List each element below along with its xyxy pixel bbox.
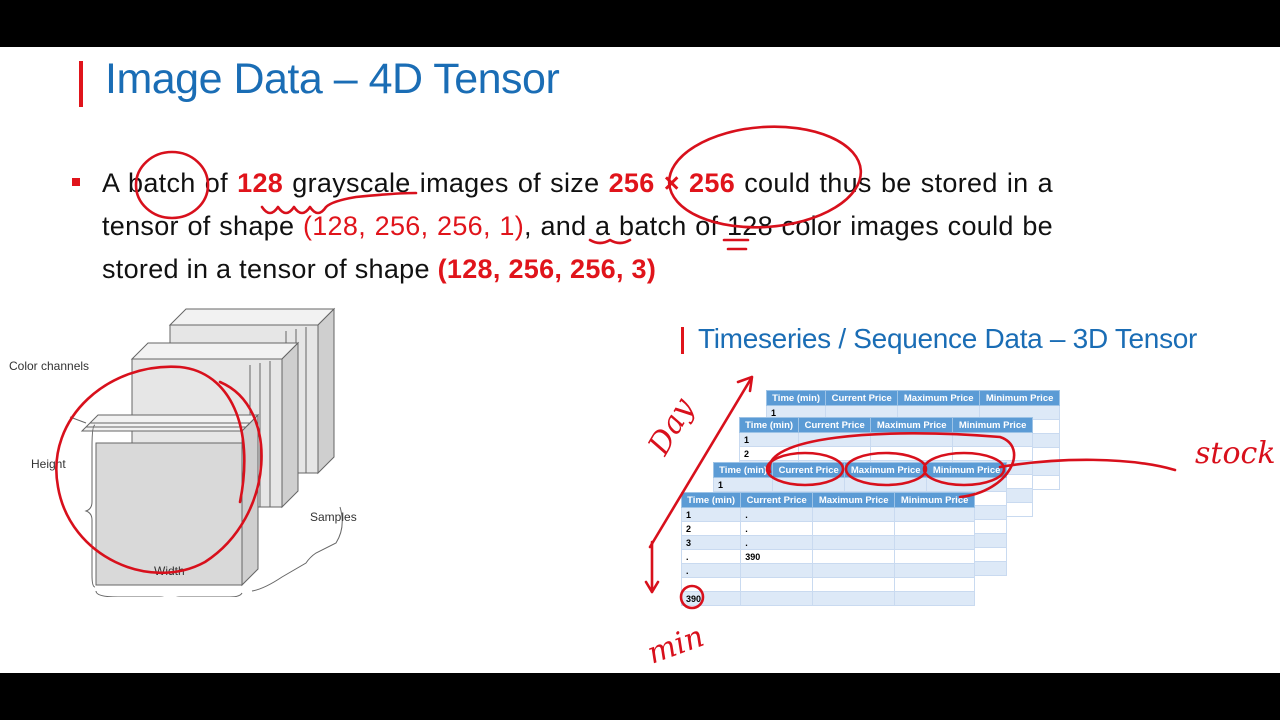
label-width: Width — [154, 564, 185, 578]
table-cell: . — [740, 535, 814, 550]
bullet-square — [72, 178, 80, 186]
label-color-channels: Color channels — [9, 359, 90, 373]
table-cell: . — [680, 549, 742, 564]
title-accent-bar — [79, 61, 83, 107]
col-header: Maximum Price — [844, 462, 928, 478]
slide: Image Data – 4D Tensor A batch of 128 gr… — [0, 47, 1280, 673]
para-text-1: A batch of — [102, 168, 238, 198]
col-header: Current Price — [740, 492, 814, 508]
table-cell: 2 — [680, 521, 742, 536]
col-header: Maximum Price — [870, 417, 954, 433]
table-cell: 1 — [738, 432, 800, 447]
subtitle-accent-bar — [681, 327, 684, 354]
table-cell: 1 — [680, 507, 742, 522]
label-samples: Samples — [310, 510, 357, 524]
para-color-shape: (128, 256, 256, 3) — [437, 254, 657, 284]
col-header: Time (min) — [680, 492, 742, 508]
arrow-min-axis — [644, 540, 660, 594]
col-header: Current Price — [825, 390, 899, 406]
hand-text-min: min — [643, 619, 709, 672]
table-cell: 3 — [680, 535, 742, 550]
col-header: Minimum Price — [952, 417, 1033, 433]
table-cell: . — [740, 507, 814, 522]
table-cell: 390 — [740, 549, 814, 564]
para-text-2: grayscale images of size — [283, 168, 609, 198]
col-header: Minimum Price — [894, 492, 975, 508]
subtitle: Timeseries / Sequence Data – 3D Tensor — [698, 323, 1198, 354]
table-cell: 2 — [738, 446, 800, 461]
slide-title: Image Data – 4D Tensor — [105, 55, 560, 103]
para-number-128: 128 — [237, 168, 284, 198]
tensor-stack-diagram — [69, 307, 343, 597]
table-cell: . — [740, 521, 814, 536]
col-header: Time (min) — [738, 417, 800, 433]
table-cell: 390 — [680, 591, 742, 606]
para-image-size: 256 × 256 — [608, 168, 736, 198]
col-header: Current Price — [798, 417, 872, 433]
para-gray-shape: (128, 256, 256, 1) — [302, 211, 525, 241]
label-height: Height — [31, 457, 66, 471]
col-header: Time (min) — [712, 462, 774, 478]
para-text-4: , and a batch of 128 color images could … — [102, 211, 1054, 284]
col-header: Current Price — [772, 462, 846, 478]
col-header: Maximum Price — [812, 492, 896, 508]
hand-text-stock: stock — [1195, 436, 1276, 471]
col-header: Minimum Price — [926, 462, 1007, 478]
col-header: Minimum Price — [979, 390, 1060, 406]
table-cell: 1 — [712, 477, 774, 492]
table-cell: . — [680, 563, 742, 578]
col-header: Maximum Price — [897, 390, 981, 406]
col-header: Time (min) — [765, 390, 827, 406]
bullet-paragraph: A batch of 128 grayscale images of size … — [102, 162, 1053, 291]
hand-text-day: Day — [641, 392, 702, 462]
